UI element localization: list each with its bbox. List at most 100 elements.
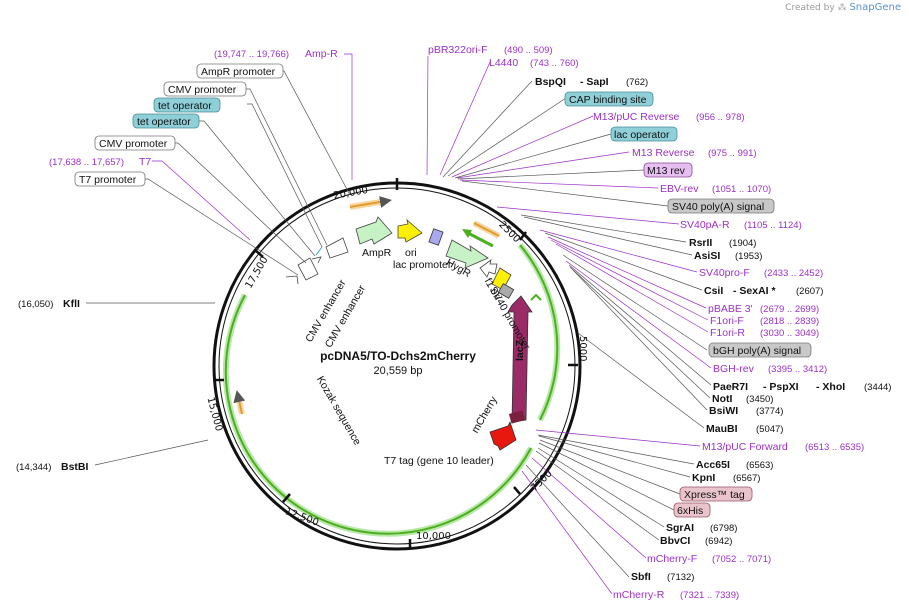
right-labels: BspQI - SapI (762) CAP binding site M13/…	[535, 76, 891, 601]
feature-t7-tag: T7 tag (gene 10 leader)	[384, 455, 494, 467]
primer-pbr322ori-f: pBR322ori-F	[428, 44, 488, 56]
site-noti: NotI	[712, 393, 732, 405]
snapgene-credit: Created by ⁂ SnapGene	[785, 2, 901, 13]
primer-sv40pro-f: SV40pro-F	[699, 267, 750, 279]
connector-lines-right	[426, 55, 712, 595]
feature-kozak: Kozak sequence	[314, 374, 363, 447]
orange-feature-arrows	[233, 196, 501, 415]
primer-mcherry-f: mCherry-F	[647, 553, 697, 565]
site-coord: (3774)	[756, 406, 783, 417]
site-coord: (1953)	[735, 251, 762, 262]
feature-mcherry: mCherry	[469, 394, 500, 436]
left-labels: (19,747 .. 19,766) Amp-R AmpR promoter C…	[16, 48, 338, 473]
lacz-arrow	[507, 295, 533, 423]
primer-coord: (19,747 .. 19,766)	[214, 49, 289, 60]
feature-ori: ori	[405, 247, 417, 259]
primer-coord: (17,638 .. 17,657)	[49, 157, 124, 168]
site-coord: (6942)	[705, 536, 732, 547]
site-coord: (6563)	[746, 460, 773, 471]
plasmid-name: pcDNA5/TO-Dchs2mCherry	[320, 349, 476, 363]
feature-label-sv40-polya: SV40 poly(A) signal	[672, 201, 764, 213]
snapgene-logo-icon: ⁂	[837, 3, 847, 13]
credit-brand: SnapGene	[849, 2, 901, 13]
site-maubi: MauBI	[706, 423, 738, 435]
bgh-block	[497, 283, 515, 299]
site-coord: (6567)	[733, 473, 760, 484]
mcherry-arrow	[489, 420, 517, 451]
primer-coord: (2818 .. 2839)	[760, 316, 819, 327]
primer-coord: (975 .. 991)	[708, 148, 757, 159]
feature-label-bgh-polya: bGH poly(A) signal	[713, 345, 801, 357]
site-pspxi: - PspXI	[763, 381, 799, 393]
primer-coord: (7052 .. 7071)	[712, 554, 771, 565]
primer-coord: (1051 .. 1070)	[712, 184, 771, 195]
feature-label-xpress-tag: Xpress™ tag	[684, 489, 745, 501]
primer-coord: (3395 .. 3412)	[768, 364, 827, 375]
primer-amp-r: Amp-R	[305, 48, 338, 60]
site-kfli: KflI	[63, 298, 80, 310]
left-small-features	[285, 237, 349, 285]
tick-label: 10,000	[416, 531, 451, 542]
site-coord: (16,050)	[18, 299, 53, 310]
site-bbvci: BbvCI	[660, 535, 690, 547]
ori-arrow	[397, 218, 423, 243]
site-bspqi: BspQI	[535, 76, 566, 88]
feature-label-lac-operator: lac operator	[614, 129, 670, 141]
tick-marks	[214, 178, 578, 549]
hygr-arrow	[445, 239, 489, 269]
primer-mcherry-r: mCherry-R	[613, 589, 665, 601]
site-coord: (3450)	[746, 394, 773, 405]
feature-label-tet-operator: tet operator	[158, 100, 212, 112]
site-coord: (5047)	[756, 424, 783, 435]
primer-coord: (1105 .. 1124)	[744, 220, 802, 231]
site-coord: (762)	[626, 77, 648, 88]
primer-f1ori-r: F1ori-R	[710, 327, 745, 339]
feature-lac-promoter: lac promoter	[393, 259, 452, 271]
primer-coord: (7321 .. 7339)	[680, 590, 739, 601]
credit-prefix: Created by	[785, 3, 835, 13]
plasmid-size: 20,559 bp	[374, 365, 423, 377]
mcherry-dark-block	[508, 410, 526, 424]
site-xhoi: - XhoI	[816, 381, 845, 393]
primer-coord: (743 .. 760)	[530, 58, 579, 69]
feature-lacz: lacZ	[514, 339, 526, 361]
primer-coord: (6513 .. 6535)	[805, 442, 864, 453]
feature-label-cap-binding-site: CAP binding site	[569, 94, 647, 106]
site-asisi: AsiSI	[694, 250, 720, 262]
site-sgrai: SgrAI	[666, 522, 694, 534]
primer-m13-puc-forward: M13/pUC Forward	[702, 441, 788, 453]
site-bstbi: BstBI	[61, 461, 89, 473]
primer-t7: T7	[139, 156, 151, 168]
site-coord: (2607)	[796, 286, 823, 297]
primer-f1ori-f: F1ori-F	[710, 315, 744, 327]
f1-ori-arrow	[479, 259, 498, 278]
site-coord: (14,344)	[16, 462, 51, 473]
primer-coord: (2679 .. 2699)	[760, 304, 819, 315]
site-csii: CsiI	[704, 285, 723, 297]
tick-label: 2500	[496, 219, 522, 245]
tick-label: 5000	[577, 336, 588, 361]
feature-label-tet-operator: tet operator	[137, 116, 191, 128]
primer-pbabe-3: pBABE 3'	[708, 303, 753, 315]
primer-coord: (3030 .. 3049)	[760, 328, 819, 339]
primer-m13-puc-reverse: M13/pUC Reverse	[593, 111, 680, 123]
site-coord: (7132)	[667, 572, 694, 583]
primer-m13-reverse: M13 Reverse	[632, 147, 695, 159]
site-bsiwi: BsiWI	[709, 405, 738, 417]
site-paer7i: PaeR7I	[713, 381, 748, 393]
green-arrow-hygr-line	[465, 230, 494, 248]
primer-bgh-rev: BGH-rev	[713, 363, 755, 375]
tick-label: 20,000	[333, 185, 369, 202]
site-coord: (1904)	[729, 238, 756, 249]
site-acc65i: Acc65I	[696, 459, 730, 471]
primer-coord: (2433 .. 2452)	[764, 268, 823, 279]
site-rsrii: RsrII	[689, 237, 712, 249]
feature-label-ampr-promoter: AmpR promoter	[201, 66, 276, 78]
primer-ebv-rev: EBV-rev	[660, 183, 699, 195]
site-sbfi: SbfI	[631, 571, 651, 583]
feature-label-6xhis: 6xHis	[677, 505, 703, 517]
site-sexai: - SexAI *	[733, 285, 777, 297]
feature-label-t7-promoter: T7 promoter	[79, 174, 137, 186]
lac-promoter-block	[428, 228, 444, 246]
